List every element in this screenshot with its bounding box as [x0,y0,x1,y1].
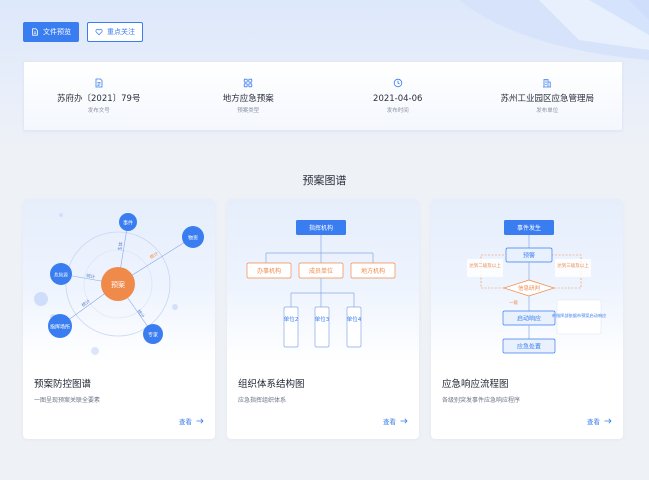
org-level2-label: 办事机构 [257,267,281,275]
graph-node-label: 专家 [148,332,158,339]
info-item-publisher: 苏州工业园区应急管理局 发布单位 [477,78,617,114]
flow-handle-label: 应急处置 [517,343,541,351]
heart-icon [95,28,103,36]
card-response-flow[interactable]: 事件发生 预警 信息研判 达到二级及以上 达到三级及以上 一级 启动响应 市指挥… [431,199,623,439]
view-link-label: 查看 [587,418,600,426]
graph-center-label: 预案 [111,280,125,289]
response-flow-image: 事件发生 预警 信息研判 达到二级及以上 达到三级及以上 一级 启动响应 市指挥… [431,199,623,362]
org-level2-label: 成员单位 [309,267,333,275]
document-info-card: 苏府办〔2021〕79号 发布文号 地方应急预案 预案类型 2021-04-06… [23,61,623,131]
info-value: 苏府办〔2021〕79号 [57,94,141,104]
org-level3-label: 单位3 [315,315,330,323]
file-preview-label: 文件预览 [43,28,71,36]
flow-left-note: 达到二级及以上 [469,262,501,269]
org-chart-image: 指挥机构 办事机构 成员单位 地方机构 单位2 单位3 单位4 [227,199,419,362]
info-label: 发布时间 [386,108,409,114]
follow-label: 重点关注 [107,28,135,36]
org-level2-label: 地方机构 [361,267,385,275]
flow-right-note: 达到三级及以上 [557,262,589,269]
prevention-graph-diagram: 预案 事件 物资 专家 指挥场所 危险源 主体 统计 统计 统计 统计 [34,213,204,355]
card-title: 预案防控图谱 [34,379,92,390]
info-value: 地方应急预案 [222,94,274,104]
org-root-label: 指挥机构 [309,224,333,232]
building-icon [543,79,552,88]
grid-icon [244,78,253,88]
info-value: 苏州工业园区应急管理局 [500,94,594,104]
card-title: 组织体系结构图 [238,379,305,390]
info-item-publish-date: 2021-04-06 发布时间 [328,78,468,114]
graph-edge-label: 统计 [135,308,146,320]
org-level3-label: 单位2 [284,315,299,323]
prevention-graph-image: 预案 事件 物资 专家 指挥场所 危险源 主体 统计 统计 统计 统计 [23,199,215,362]
graph-edge-label: 主体 [116,241,125,252]
graph-edge-label: 统计 [148,250,160,261]
arrow-right-icon [604,418,612,424]
card-title: 应急响应流程图 [442,379,509,390]
view-link[interactable]: 查看 [587,416,612,426]
arrow-right-icon [400,418,408,424]
flow-level-label: 一级 [509,299,518,306]
info-label: 发布单位 [536,108,559,114]
view-link[interactable]: 查看 [179,416,204,426]
file-preview-button[interactable]: 文件预览 [23,22,79,42]
graph-node-label: 危险源 [54,272,68,279]
card-prevention-graph[interactable]: 预案 事件 物资 专家 指挥场所 危险源 主体 统计 统计 统计 统计 预案防控… [23,199,215,439]
top-actions: 文件预览 重点关注 [23,22,143,42]
view-link-label: 查看 [179,418,192,426]
graph-edge-label: 统计 [80,297,92,308]
card-org-chart[interactable]: 指挥机构 办事机构 成员单位 地方机构 单位2 单位3 单位4 组织体系结构图 … [227,199,419,439]
response-flow-diagram: 事件发生 预警 信息研判 达到二级及以上 达到三级及以上 一级 启动响应 市指挥… [467,220,606,354]
info-value: 2021-04-06 [373,94,423,104]
card-description: 应急指挥组织体系 [238,397,287,404]
clock-icon [393,78,402,88]
org-chart-diagram: 指挥机构 办事机构 成员单位 地方机构 单位2 单位3 单位4 [246,220,396,348]
graph-node-label: 指挥场所 [50,324,70,331]
info-item-doc-number: 苏府办〔2021〕79号 发布文号 [29,78,169,114]
flow-side-note: 市指挥部依据市预案启动响应 [552,312,606,319]
follow-button[interactable]: 重点关注 [87,22,143,42]
info-label: 预案类型 [237,108,260,114]
arrow-right-icon [196,418,204,424]
flow-launch-label: 启动响应 [517,315,541,323]
graph-node-label: 物资 [188,235,198,242]
view-link[interactable]: 查看 [383,416,408,426]
graph-edge-label: 统计 [86,272,97,281]
info-label: 发布文号 [87,108,110,114]
card-description: 各级别突发事件应急响应程序 [442,397,521,404]
card-description: 一图呈现预案关联全要素 [34,397,101,404]
view-link-label: 查看 [383,418,396,426]
hero-decoration [459,0,649,60]
file-icon [32,28,38,36]
flow-start-label: 事件发生 [517,224,541,232]
flow-warn-label: 预警 [523,252,535,260]
graph-node-label: 事件 [123,220,133,227]
document-icon [95,78,103,88]
info-item-plan-type: 地方应急预案 预案类型 [178,78,318,114]
section-title: 预案图谱 [302,174,347,187]
org-level3-label: 单位4 [347,315,362,323]
flow-judge-label: 信息研判 [518,284,540,292]
